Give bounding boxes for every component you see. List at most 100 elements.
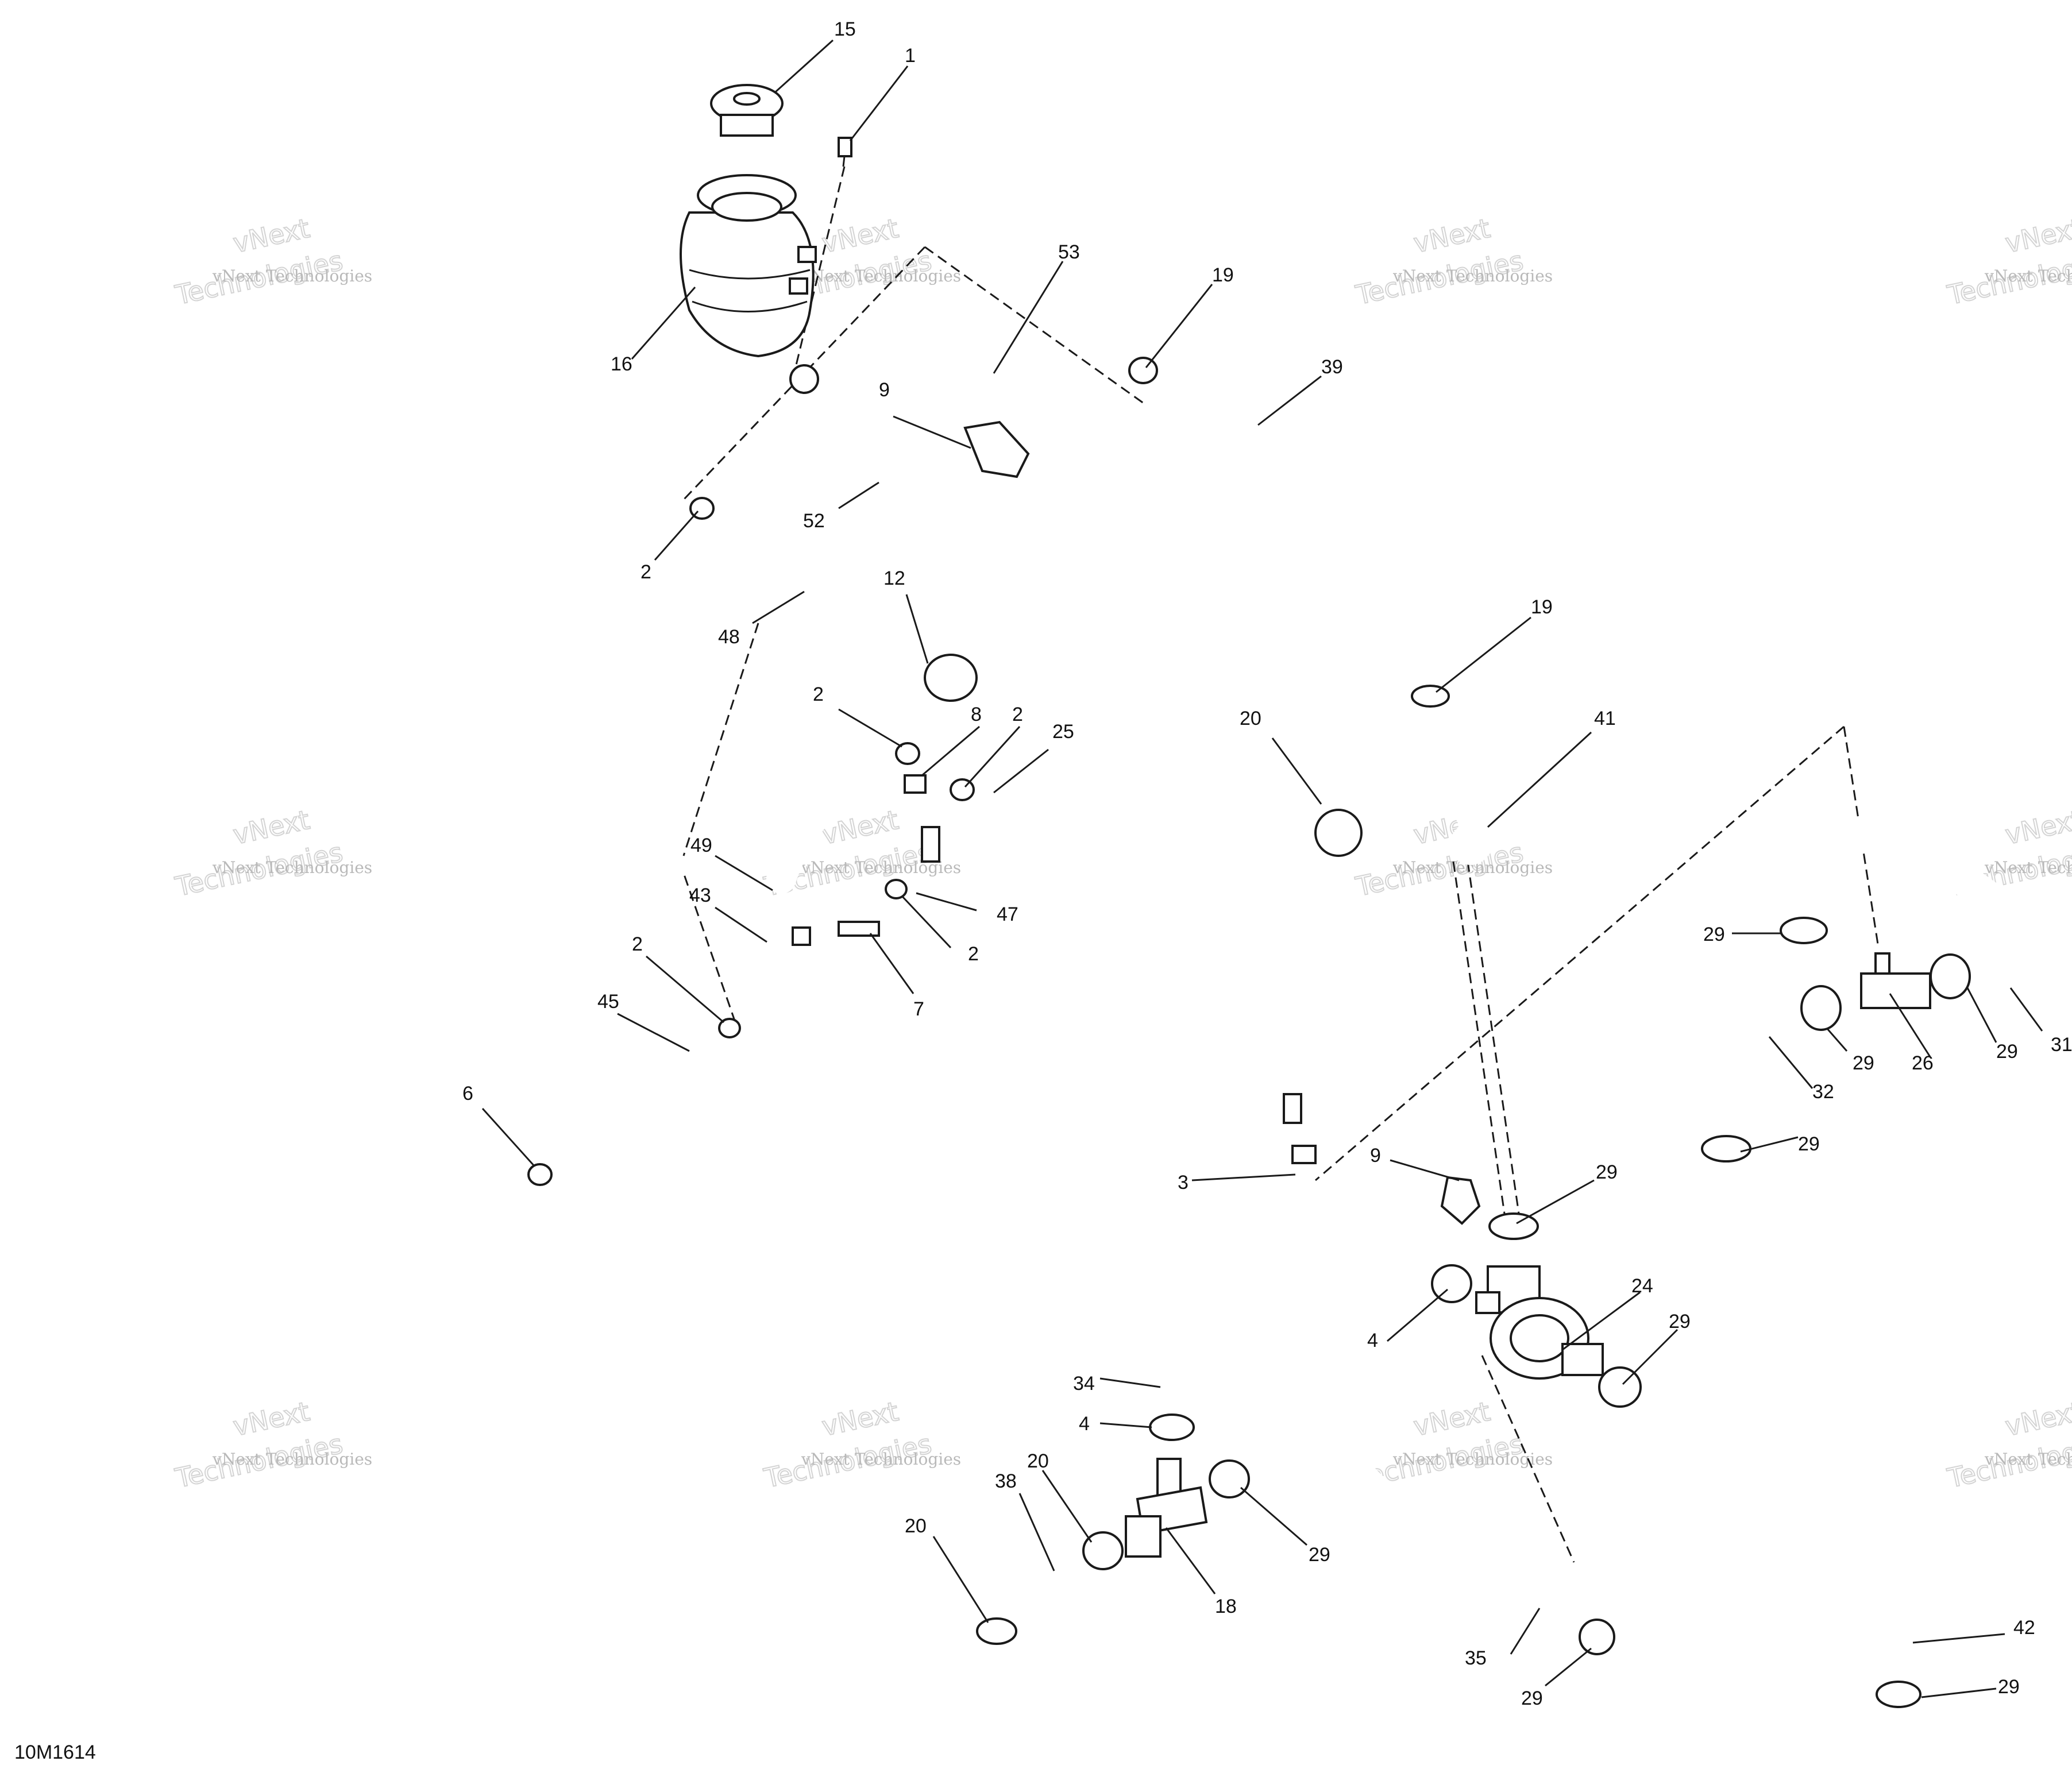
callout-31: 31 <box>2051 1034 2072 1056</box>
callout-2: 2 <box>640 561 651 583</box>
callout-35: 35 <box>1465 1647 1487 1669</box>
callout-2: 2 <box>632 933 643 955</box>
callout-20: 20 <box>905 1515 927 1537</box>
callout-29: 29 <box>1798 1133 1820 1155</box>
watermark-company: vNext Technologies <box>212 1450 372 1469</box>
callout-29: 29 <box>1309 1544 1330 1566</box>
hose-49 <box>766 763 877 894</box>
hose-35 <box>1245 1414 1561 1621</box>
hose-39 <box>1152 368 1442 677</box>
watermark-line-a: vNext <box>1411 213 1493 259</box>
clamps <box>527 357 1971 1708</box>
watermark-line-a: vNext <box>230 1396 312 1442</box>
callout-4: 4 <box>1079 1413 1090 1435</box>
watermark-company: vNext Technologies <box>1392 267 1553 285</box>
callout-4: 4 <box>1367 1330 1378 1351</box>
watermark-line-a: vNext <box>2002 213 2072 259</box>
callout-38: 38 <box>995 1470 1017 1492</box>
callout-24: 24 <box>1631 1275 1653 1297</box>
callout-26: 26 <box>1912 1052 1934 1074</box>
callout-39: 39 <box>1321 356 1343 378</box>
callout-29: 29 <box>1703 924 1725 945</box>
watermark-company: vNext Technologies <box>1984 1450 2072 1469</box>
watermark-company: vNext Technologies <box>1392 1450 1553 1469</box>
callout-32: 32 <box>1812 1081 1834 1103</box>
callout-29: 29 <box>1669 1311 1691 1333</box>
callout-20: 20 <box>1240 708 1261 729</box>
watermark-company: vNext Technologies <box>1984 267 2072 285</box>
hose-42 <box>1626 1402 1926 1665</box>
watermark-line-a: vNext <box>2002 1396 2072 1442</box>
callout-labels: 15 1 16 53 19 39 9 52 2 48 12 19 20 41 2… <box>462 18 2072 1709</box>
watermark-line-a: vNext <box>2002 804 2072 851</box>
watermark-line-a: vNext <box>819 1396 901 1442</box>
callout-2: 2 <box>1012 704 1023 725</box>
callout-41: 41 <box>1594 708 1616 729</box>
hose-53 <box>971 371 1099 600</box>
callout-12: 12 <box>883 567 905 589</box>
callout-3: 3 <box>1178 1172 1189 1194</box>
hose-52 <box>856 449 1355 953</box>
components <box>527 84 1971 1708</box>
callout-45: 45 <box>597 991 619 1013</box>
callout-29: 29 <box>1853 1052 1874 1074</box>
callout-34: 34 <box>1073 1373 1095 1395</box>
callout-7: 7 <box>913 998 924 1020</box>
callout-29: 29 <box>1596 1161 1618 1183</box>
callout-2: 2 <box>968 943 979 965</box>
hose-38 <box>1008 1553 1078 1623</box>
callout-20: 20 <box>1027 1450 1049 1472</box>
watermark-company: vNext Technologies <box>801 267 961 285</box>
callout-18: 18 <box>1215 1596 1237 1617</box>
hose-32 <box>1703 1010 1796 1121</box>
hose-48 <box>721 512 904 732</box>
callout-29: 29 <box>1521 1687 1543 1709</box>
callout-53: 53 <box>1058 241 1080 263</box>
radiator-cap <box>710 84 784 137</box>
callout-16: 16 <box>611 353 632 375</box>
watermark-line-a: vNext <box>230 804 312 851</box>
callout-6: 6 <box>462 1083 473 1104</box>
callout-29: 29 <box>1996 1041 2018 1063</box>
watermark-company: vNext Technologies <box>801 1450 961 1469</box>
callout-29: 29 <box>1998 1676 2020 1698</box>
hoses <box>568 368 2051 1665</box>
assembly-lines <box>682 166 1880 1563</box>
coolant-reservoir <box>680 174 819 394</box>
hose-45 <box>568 1039 707 1161</box>
callout-25: 25 <box>1052 721 1074 743</box>
callout-9: 9 <box>879 379 890 401</box>
hose-43 <box>757 936 816 992</box>
callout-19: 19 <box>1212 264 1234 286</box>
figure-code: 10M1614 <box>14 1741 96 1763</box>
gaskets <box>924 420 1481 1225</box>
callout-1: 1 <box>905 45 916 67</box>
callout-9: 9 <box>1370 1145 1381 1167</box>
watermark-company: vNext Technologies <box>1984 858 2072 877</box>
watermark-company: vNext Technologies <box>212 858 372 877</box>
watermark-company: vNext Technologies <box>212 267 372 285</box>
callout-15: 15 <box>834 18 856 40</box>
watermark-line-a: vNext <box>230 213 312 259</box>
hose-41 <box>1358 772 1500 865</box>
screw <box>838 137 852 167</box>
callout-49: 49 <box>690 835 712 856</box>
callout-52: 52 <box>803 510 825 532</box>
callout-43: 43 <box>689 885 711 906</box>
callout-19: 19 <box>1531 596 1553 618</box>
thermostat-housing <box>1475 1265 1604 1380</box>
hose-31 <box>1791 817 2051 984</box>
hose-25 <box>979 787 1307 1134</box>
watermark-line-a: vNext <box>1411 1396 1493 1442</box>
callout-47: 47 <box>997 903 1018 925</box>
callout-42: 42 <box>2013 1617 2035 1639</box>
